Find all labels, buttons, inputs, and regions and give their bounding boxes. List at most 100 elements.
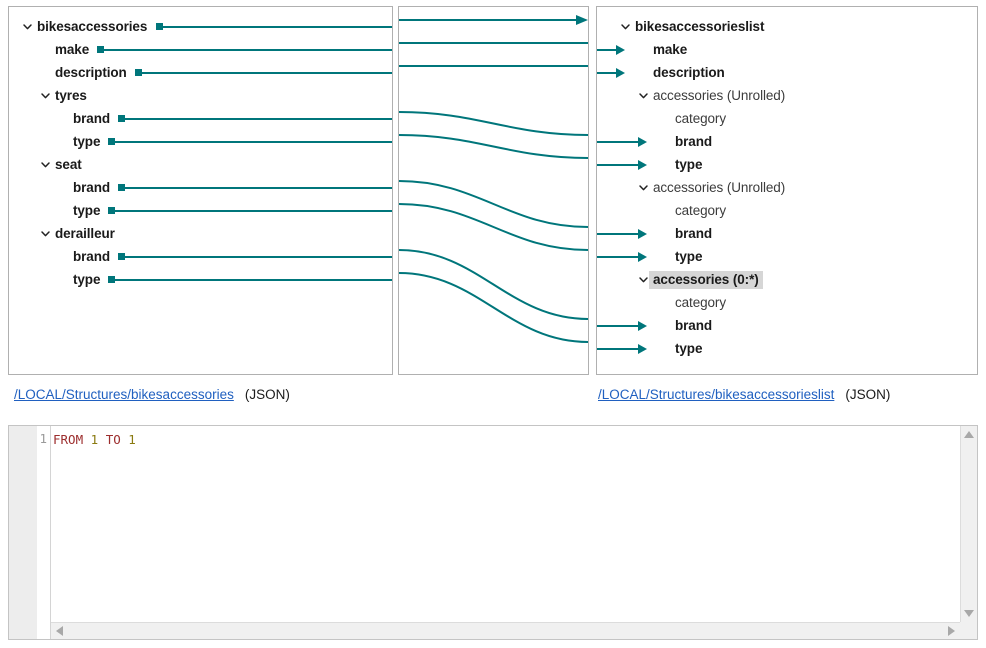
code-number: 1 [128, 432, 136, 447]
tree-node-label: make [653, 42, 688, 57]
source-tree-node-seat[interactable]: seat [9, 153, 392, 176]
code-plain [83, 432, 91, 447]
twisty-placeholder [659, 204, 672, 217]
source-tree-node-brand[interactable]: brand [9, 107, 392, 130]
tree-node-label: seat [55, 157, 82, 172]
source-tree-node-type[interactable]: type [9, 199, 392, 222]
chevron-down-icon[interactable] [637, 89, 650, 102]
chevron-down-icon[interactable] [619, 20, 632, 33]
source-tree[interactable]: bikesaccessories make description tyres bran… [9, 7, 392, 374]
target-tree-node-brand[interactable]: brand [597, 222, 977, 245]
target-tree-node-brand[interactable]: brand [597, 314, 977, 337]
tree-node-label: description [55, 65, 127, 80]
arrow-head-icon [576, 15, 588, 25]
target-structure-link[interactable]: /LOCAL/Structures/bikesaccessorieslist [598, 387, 835, 402]
source-tree-node-type[interactable]: type [9, 268, 392, 291]
chevron-down-icon[interactable] [39, 89, 52, 102]
mapping-curves-svg [399, 15, 588, 343]
mapping-curve[interactable] [399, 134, 588, 159]
chevron-down-icon[interactable] [39, 227, 52, 240]
source-structure-link[interactable]: /LOCAL/Structures/bikesaccessories [14, 387, 234, 402]
mapping-curve[interactable] [399, 272, 588, 343]
twisty-placeholder [659, 135, 672, 148]
source-tree-node-type[interactable]: type [9, 130, 392, 153]
chevron-down-icon[interactable] [637, 273, 650, 286]
twisty-placeholder [659, 158, 672, 171]
mapping-canvas-panel[interactable] [398, 6, 589, 375]
chevron-down-icon[interactable] [637, 181, 650, 194]
tree-node-label: type [73, 134, 101, 149]
code-keyword: FROM [53, 432, 84, 447]
tree-node-label: bikesaccessories [37, 19, 148, 34]
source-tree-node-tyres[interactable]: tyres [9, 84, 392, 107]
scrollbar-corner [960, 622, 977, 639]
twisty-placeholder [57, 250, 70, 263]
code-number: 1 [90, 432, 99, 447]
twisty-placeholder [57, 181, 70, 194]
editor-gutter-separator [50, 426, 51, 639]
editor-vertical-scrollbar[interactable] [960, 426, 977, 622]
twisty-placeholder [659, 342, 672, 355]
mapping-curve[interactable] [399, 180, 588, 228]
tree-node-label: brand [675, 134, 713, 149]
source-tree-node-make[interactable]: make [9, 38, 392, 61]
mapping-curve[interactable] [399, 249, 588, 320]
scroll-up-arrow-icon[interactable] [961, 426, 977, 443]
target-tree-node-category[interactable]: category [597, 199, 977, 222]
mapping-curve[interactable] [399, 111, 588, 136]
source-structure-link-row: /LOCAL/Structures/bikesaccessories(JSON) [14, 387, 290, 402]
chevron-down-icon[interactable] [21, 20, 34, 33]
tree-node-label: description [653, 65, 725, 80]
target-tree-node-make[interactable]: make [597, 38, 977, 61]
twisty-placeholder [659, 319, 672, 332]
tree-node-label: category [675, 203, 726, 218]
target-tree-node-description[interactable]: description [597, 61, 977, 84]
source-tree-node-derailleur[interactable]: derailleur [9, 222, 392, 245]
target-tree-node-accessories-unrolled-[interactable]: accessories (Unrolled) [597, 84, 977, 107]
target-tree-node-accessories-unrolled-[interactable]: accessories (Unrolled) [597, 176, 977, 199]
editor-code-line[interactable]: FROM 1 TO 1 [53, 431, 136, 448]
tree-node-label: category [675, 295, 726, 310]
target-tree[interactable]: bikesaccessorieslist make description acces… [597, 7, 977, 374]
twisty-placeholder [57, 112, 70, 125]
twisty-placeholder [57, 204, 70, 217]
scroll-left-arrow-icon[interactable] [51, 623, 68, 639]
tree-node-label: type [73, 272, 101, 287]
mapping-curve[interactable] [399, 203, 588, 251]
target-tree-node-bikesaccessorieslist[interactable]: bikesaccessorieslist [597, 15, 977, 38]
source-tree-node-brand[interactable]: brand [9, 176, 392, 199]
tree-node-label: brand [675, 226, 713, 241]
tree-node-label: type [675, 157, 703, 172]
target-tree-node-category[interactable]: category [597, 107, 977, 130]
twisty-placeholder [659, 227, 672, 240]
source-tree-node-description[interactable]: description [9, 61, 392, 84]
editor-line-number: 1 [39, 431, 47, 446]
target-tree-node-accessories-0-[interactable]: accessories (0:*) [597, 268, 977, 291]
target-structure-format: (JSON) [845, 387, 891, 402]
target-tree-node-brand[interactable]: brand [597, 130, 977, 153]
source-tree-node-bikesaccessories[interactable]: bikesaccessories [9, 15, 392, 38]
editor-horizontal-scrollbar[interactable] [51, 622, 960, 639]
tree-node-label: type [675, 249, 703, 264]
source-tree-node-brand[interactable]: brand [9, 245, 392, 268]
twisty-placeholder [39, 43, 52, 56]
tree-node-label: make [55, 42, 90, 57]
target-structure-link-row: /LOCAL/Structures/bikesaccessorieslist (J… [598, 387, 890, 402]
target-tree-node-type[interactable]: type [597, 153, 977, 176]
tree-node-label: tyres [55, 88, 87, 103]
chevron-down-icon[interactable] [39, 158, 52, 171]
scroll-right-arrow-icon[interactable] [943, 623, 960, 639]
tree-node-label: accessories (Unrolled) [653, 180, 786, 195]
target-tree-node-type[interactable]: type [597, 337, 977, 360]
target-tree-node-category[interactable]: category [597, 291, 977, 314]
target-tree-node-type[interactable]: type [597, 245, 977, 268]
scroll-down-arrow-icon[interactable] [961, 605, 977, 622]
tree-node-label: bikesaccessorieslist [635, 19, 765, 34]
twisty-placeholder [659, 296, 672, 309]
twisty-placeholder [659, 112, 672, 125]
tree-node-label: type [73, 203, 101, 218]
tree-node-label-selected: accessories (0:*) [649, 271, 763, 289]
tree-node-label: brand [73, 249, 111, 264]
